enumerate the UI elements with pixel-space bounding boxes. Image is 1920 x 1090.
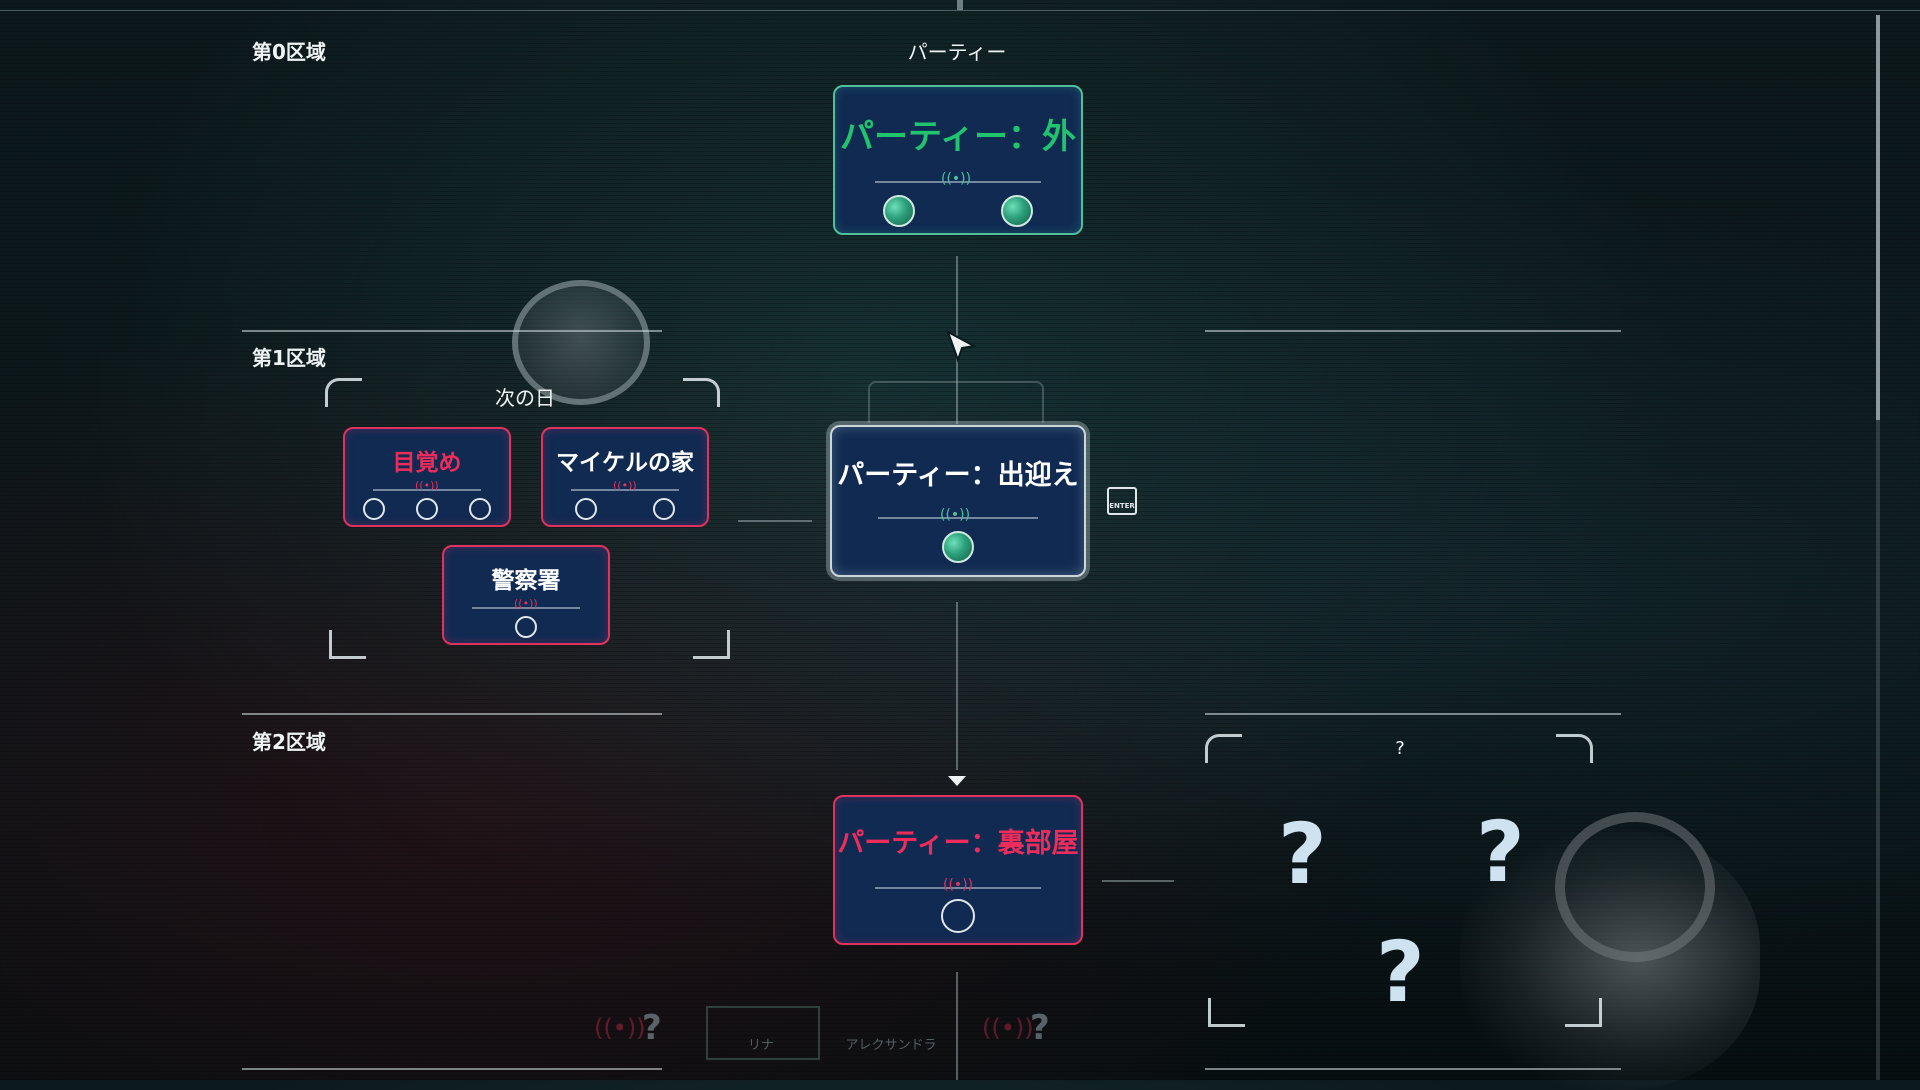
signal-icon: ((•)) xyxy=(943,877,974,893)
group-bracket xyxy=(1565,998,1602,1027)
unknown-node-mark: ? xyxy=(1278,805,1327,903)
enter-key-icon: ENTER xyxy=(1107,487,1137,515)
region-divider xyxy=(1205,713,1621,715)
scrollbar-track[interactable] xyxy=(1876,15,1880,1080)
unknown-character-mark: ? xyxy=(642,1008,662,1048)
pointer-cursor-icon xyxy=(946,330,976,364)
group-label-unknown: ? xyxy=(1395,738,1405,759)
group-bracket xyxy=(1205,734,1242,763)
group-label-next-day: 次の日 xyxy=(495,386,555,410)
node-title: マイケルの家 xyxy=(556,450,694,476)
character-name-alexandra: アレクサンドラ xyxy=(845,1038,937,1053)
connector-line xyxy=(956,602,958,770)
character-slot-empty xyxy=(469,498,491,520)
region-divider xyxy=(242,330,662,332)
character-slot-filled xyxy=(942,531,974,563)
node-separator xyxy=(373,489,481,491)
character-slot-filled xyxy=(1001,195,1033,227)
signal-icon: ((•)) xyxy=(415,479,439,492)
connector-line xyxy=(738,520,812,522)
unknown-node-mark: ? xyxy=(1476,803,1525,901)
signal-icon: ((•)) xyxy=(514,597,538,610)
character-slot-empty xyxy=(363,498,385,520)
connector-line xyxy=(956,972,958,1080)
node-police-station[interactable]: 警察署 ((•)) xyxy=(442,545,610,645)
signal-icon: ((•)) xyxy=(594,1014,646,1042)
column-title: パーティー xyxy=(907,40,1007,64)
character-slot-filled xyxy=(883,195,915,227)
character-slot-empty xyxy=(416,498,438,520)
signal-icon: ((•)) xyxy=(982,1014,1034,1042)
group-bracket xyxy=(325,378,362,407)
group-bracket xyxy=(329,630,366,659)
node-separator xyxy=(875,181,1041,183)
node-title: 目覚め xyxy=(392,450,462,476)
region-divider xyxy=(1205,1068,1621,1070)
background-camera-lens xyxy=(1555,812,1715,962)
node-title: パーティー：裏部屋 xyxy=(837,828,1079,859)
character-name-rina: リナ xyxy=(747,1038,774,1053)
node-title: パーティー：出迎え xyxy=(837,460,1079,491)
unknown-character-mark: ? xyxy=(1030,1008,1050,1048)
top-rule xyxy=(0,10,1920,11)
character-slot-empty xyxy=(941,899,975,933)
region-label-2: 第2区域 xyxy=(252,730,326,754)
signal-icon: ((•)) xyxy=(941,171,972,187)
region-label-1: 第1区域 xyxy=(252,346,326,370)
group-bracket xyxy=(1208,998,1245,1027)
region-divider xyxy=(1205,330,1621,332)
node-separator xyxy=(472,607,580,609)
scrollbar-thumb[interactable] xyxy=(1876,15,1880,420)
node-title: パーティー：外 xyxy=(840,117,1076,157)
background-lamp xyxy=(512,280,650,405)
signal-icon: ((•)) xyxy=(940,507,971,523)
previous-node-shadow xyxy=(868,381,1044,423)
node-separator xyxy=(571,489,679,491)
region-divider xyxy=(242,713,662,715)
node-party-outside[interactable]: パーティー：外 ((•)) xyxy=(833,85,1083,235)
node-title: 警察署 xyxy=(491,568,561,594)
group-bracket xyxy=(693,630,730,659)
region-label-0: 第0区域 xyxy=(252,40,326,64)
node-awakening[interactable]: 目覚め ((•)) xyxy=(343,427,511,527)
connector-line xyxy=(1102,880,1174,882)
node-michael-house[interactable]: マイケルの家 ((•)) xyxy=(541,427,709,527)
node-party-backroom[interactable]: パーティー：裏部屋 ((•)) xyxy=(833,795,1083,945)
group-bracket xyxy=(1556,734,1593,763)
node-party-greeting[interactable]: パーティー：出迎え ((•)) xyxy=(830,425,1086,577)
node-separator xyxy=(875,887,1041,889)
character-slot-empty xyxy=(515,616,537,638)
character-slot-empty xyxy=(653,498,675,520)
top-marker xyxy=(957,0,963,10)
down-arrow-icon xyxy=(948,776,966,786)
character-slot-empty xyxy=(575,498,597,520)
unknown-node-mark: ? xyxy=(1376,923,1425,1021)
node-separator xyxy=(878,517,1038,519)
character-frame xyxy=(706,1006,820,1060)
signal-icon: ((•)) xyxy=(613,479,637,492)
region-divider xyxy=(242,1068,662,1070)
group-bracket xyxy=(683,378,720,407)
